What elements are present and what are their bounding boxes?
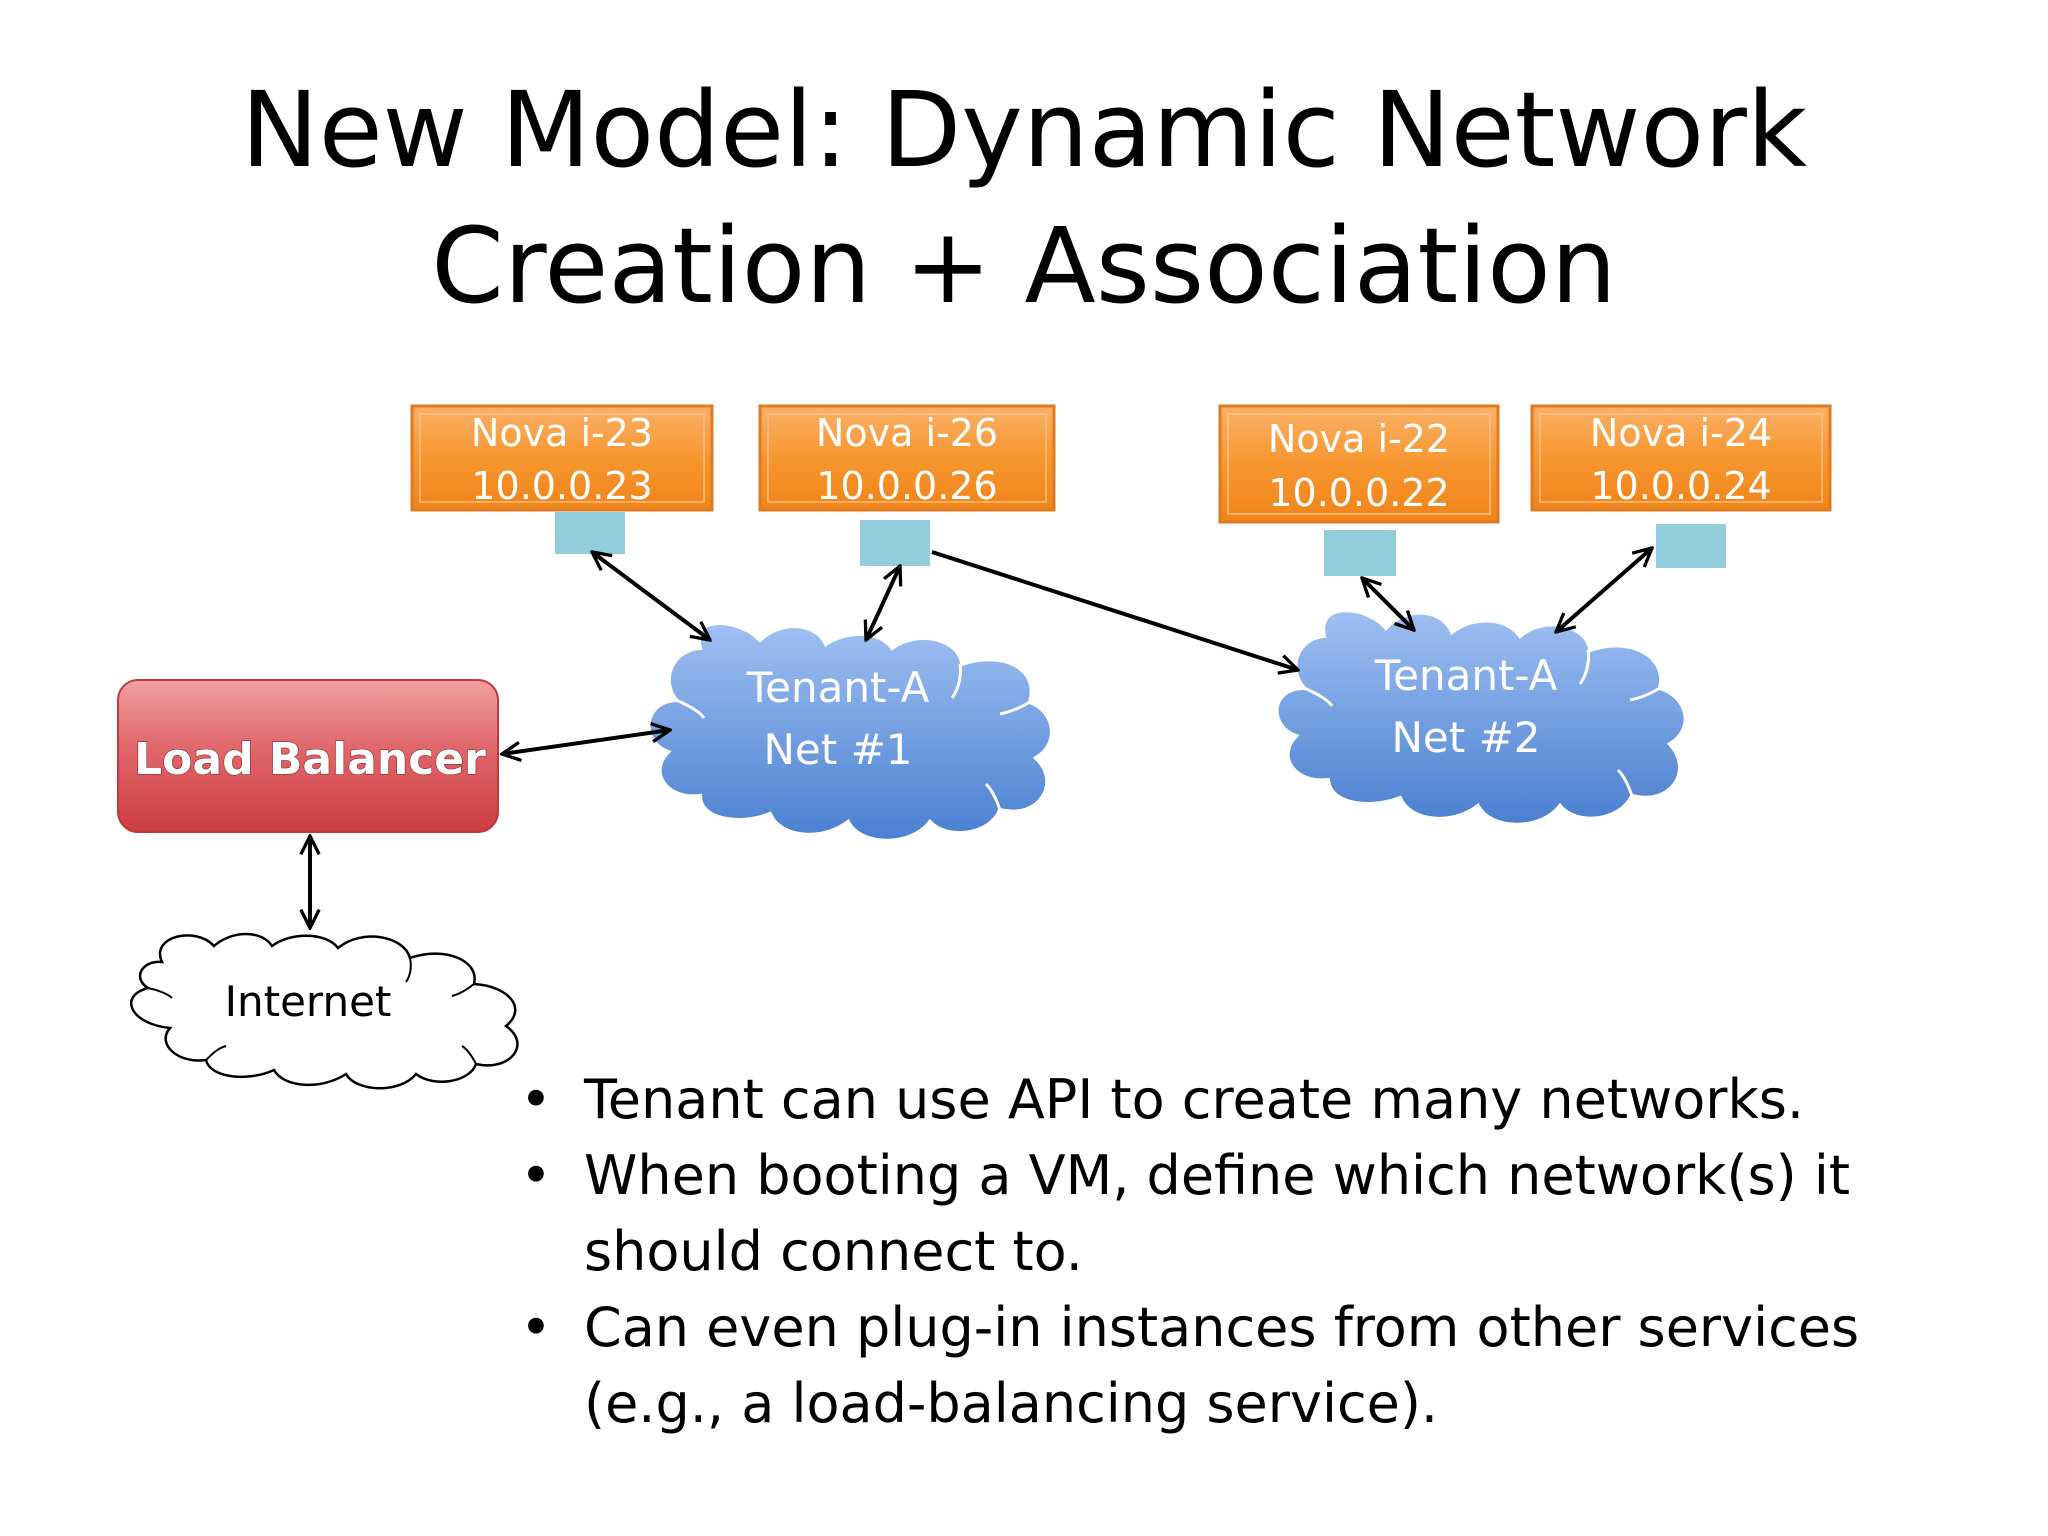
vm-node-i22: Nova i-22 10.0.0.22	[1218, 404, 1500, 524]
bullet-text: When booting a VM, define which network(…	[584, 1144, 1851, 1283]
net-2-line-1: Tenant-A	[1374, 651, 1558, 700]
vm-i26-port	[860, 520, 930, 566]
internet-label: Internet	[225, 977, 392, 1026]
net-2-line-2: Net #2	[1392, 713, 1541, 762]
title-line-1: New Model: Dynamic Network	[240, 69, 1808, 191]
vm-i23-ip: 10.0.0.23	[471, 464, 652, 508]
vm-i23-port	[555, 512, 625, 554]
vm-i26-ip: 10.0.0.26	[816, 464, 997, 508]
tenant-a-net-1-cloud: Tenant-A Net #1	[646, 621, 1054, 843]
arrow-i23-net1	[592, 552, 710, 640]
bullet-text: Can even plug-in instances from other se…	[584, 1296, 1860, 1435]
bullet-glyph: •	[520, 1296, 552, 1359]
vm-i22-ip: 10.0.0.22	[1268, 471, 1449, 515]
vm-node-i23: Nova i-23 10.0.0.23	[410, 404, 714, 512]
net-1-line-1: Tenant-A	[746, 663, 930, 712]
vm-i24-port	[1656, 524, 1726, 568]
bullet-item: • When booting a VM, define which networ…	[500, 1138, 1900, 1290]
arrow-i26-net2	[931, 550, 1298, 670]
arrow-lb-net1	[502, 730, 670, 754]
arrow-i26-net1	[866, 566, 900, 640]
bullet-text: Tenant can use API to create many networ…	[584, 1068, 1805, 1131]
net-1-line-2: Net #1	[764, 725, 913, 774]
vm-i24-name: Nova i-24	[1590, 411, 1772, 455]
bullet-list: • Tenant can use API to create many netw…	[500, 1062, 1900, 1442]
vm-i26-name: Nova i-26	[816, 411, 998, 455]
arrow-i22-net2	[1362, 578, 1414, 630]
bullet-glyph: •	[520, 1068, 552, 1131]
load-balancer-node: Load Balancer	[117, 679, 499, 833]
bullet-item: • Can even plug-in instances from other …	[500, 1290, 1900, 1442]
title-line-2: Creation + Association	[431, 205, 1617, 327]
vm-i23-name: Nova i-23	[471, 411, 653, 455]
vm-node-i26: Nova i-26 10.0.0.26	[758, 404, 1056, 512]
vm-node-i24: Nova i-24 10.0.0.24	[1530, 404, 1832, 512]
vm-i22-port	[1324, 530, 1396, 576]
load-balancer-label: Load Balancer	[134, 734, 486, 785]
vm-i22-name: Nova i-22	[1268, 417, 1450, 461]
tenant-a-net-2-cloud: Tenant-A Net #2	[1274, 608, 1688, 827]
internet-cloud: Internet	[130, 932, 519, 1090]
bullet-glyph: •	[520, 1144, 552, 1207]
bullet-item: • Tenant can use API to create many netw…	[500, 1062, 1900, 1138]
arrow-i24-net2	[1556, 548, 1652, 632]
vm-i24-ip: 10.0.0.24	[1590, 464, 1771, 508]
slide-title: New Model: Dynamic Network Creation + As…	[0, 62, 2048, 334]
